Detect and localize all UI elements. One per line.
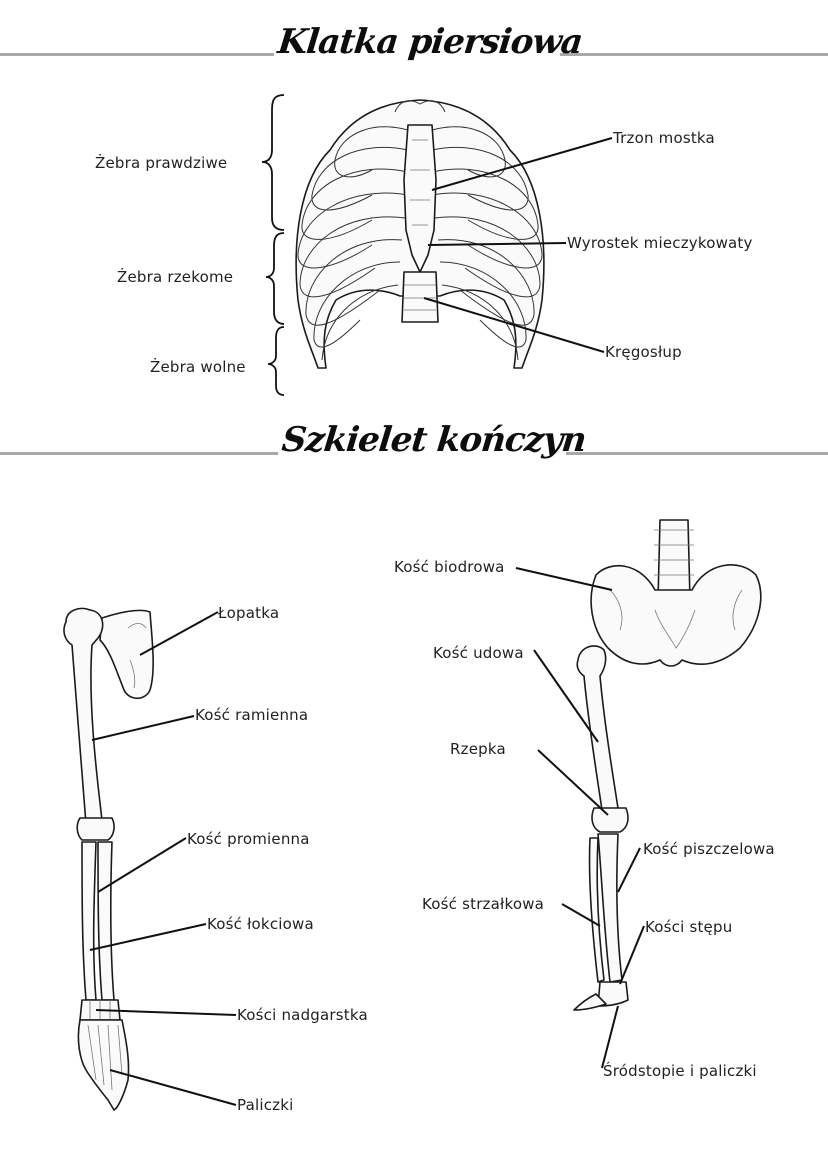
label-metatarsals-phalanges: Śródstopie i paliczki [603, 1062, 757, 1080]
leader-radius [97, 837, 187, 893]
leader-spine [423, 297, 605, 353]
leader-patella [537, 749, 609, 816]
label-radius: Kość promienna [187, 830, 310, 848]
leader-metatarsals [601, 1005, 619, 1069]
leader-fibula [561, 903, 601, 927]
label-xiphoid-process: Wyrostek mieczykowaty [567, 234, 753, 252]
label-hand-phalanges: Paliczki [237, 1096, 294, 1114]
leader-sternum-body [431, 137, 613, 191]
leader-ulna [89, 923, 207, 951]
leader-carpals [95, 1009, 237, 1016]
leader-scapula [139, 611, 219, 656]
leader-xiphoid [427, 242, 567, 246]
leader-ilium [515, 567, 613, 591]
label-false-ribs: Żebra rzekome [117, 268, 234, 286]
label-ulna: Kość łokciowa [207, 915, 314, 933]
leader-tarsals [619, 925, 645, 985]
label-carpals: Kości nadgarstka [237, 1006, 368, 1024]
label-tibia: Kość piszczelowa [643, 840, 775, 858]
leader-femur [533, 649, 599, 743]
section-divider-right-2 [566, 452, 828, 455]
leader-phalanges-hand [109, 1069, 237, 1106]
brace-true-ribs [261, 94, 285, 231]
rib-group-braces [261, 94, 285, 396]
label-sternum-body: Trzon mostka [613, 129, 715, 147]
brace-false-ribs [265, 232, 285, 325]
rib-cage-illustration [295, 99, 545, 369]
label-spine: Kręgosłup [605, 343, 682, 361]
section-title-limbs: Szkielet kończyn [279, 420, 588, 460]
label-femur: Kość udowa [433, 644, 524, 662]
label-humerus: Kość ramienna [195, 706, 309, 724]
leader-tibia [617, 847, 641, 893]
brace-floating-ribs [267, 326, 285, 396]
label-floating-ribs: Żebra wolne [150, 358, 246, 376]
label-ilium: Kość biodrowa [394, 558, 505, 576]
section-divider-left [0, 53, 274, 56]
leader-humerus [91, 715, 195, 741]
leg-skeleton-illustration [573, 519, 762, 1011]
section-divider-left-2 [0, 452, 278, 455]
section-divider-right [560, 53, 828, 56]
label-patella: Rzepka [450, 740, 506, 758]
label-fibula: Kość strzałkowa [422, 895, 545, 913]
label-tarsals: Kości stępu [645, 918, 733, 936]
arm-skeleton-illustration [63, 607, 154, 1111]
label-true-ribs: Żebra prawdziwe [95, 154, 228, 172]
label-scapula: Łopatka [218, 604, 280, 622]
